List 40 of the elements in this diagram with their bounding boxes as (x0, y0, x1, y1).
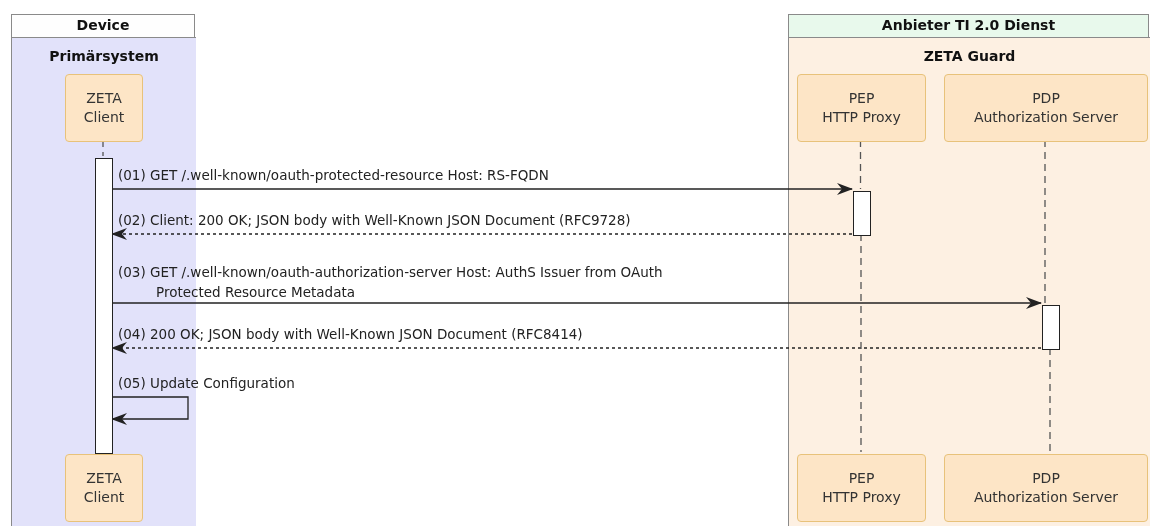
participant-label: Authorization Server (973, 488, 1119, 507)
participant-box (65, 454, 143, 522)
participant-box (65, 74, 143, 142)
group-title: Primärsystem (48, 47, 160, 66)
message-label: (04) 200 OK; JSON body with Well-Known JSON Document (RFC8414) (118, 325, 583, 344)
message-arrow (111, 228, 853, 240)
group-title: Device (75, 16, 131, 35)
lifeline (1044, 139, 1046, 304)
message-arrow (111, 396, 189, 425)
message-label: (05) Update Configuration (118, 374, 295, 393)
message-arrow (111, 183, 853, 195)
message-label: (01) GET /.well-known/oauth-protected-resource Host: RS-FQDN (118, 166, 549, 185)
group-title: Anbieter TI 2.0 Dienst (880, 16, 1057, 35)
message-arrow (111, 297, 1042, 309)
participant-label: ZETA (86, 469, 122, 488)
activation-bar (1042, 305, 1060, 350)
participant-label: PEP (848, 89, 875, 108)
participant-label: Authorization Server (973, 108, 1119, 127)
participant-label: PDP (1032, 89, 1060, 108)
message-arrow (111, 342, 1042, 354)
participant-label: ZETA (86, 89, 122, 108)
participant-label: Client (83, 108, 125, 127)
participant-label: HTTP Proxy (822, 108, 901, 127)
participant-label: Client (83, 488, 125, 507)
participant-label: HTTP Proxy (822, 488, 901, 507)
participant-box (797, 454, 926, 522)
activation-bar (95, 158, 113, 454)
activation-bar (853, 191, 871, 236)
participant-label: PDP (1032, 469, 1060, 488)
participant-box (944, 74, 1148, 142)
participant-box (944, 454, 1148, 522)
lifeline (860, 233, 862, 453)
lifeline (859, 139, 862, 190)
participant-box (797, 74, 926, 142)
group-title: ZETA Guard (922, 47, 1017, 66)
lifeline (102, 139, 104, 157)
lifeline (1049, 347, 1051, 453)
message-label: (03) GET /.well-known/oauth-authorization-server Host: AuthS Issuer from OAuth Protected Resource Metadata (118, 263, 664, 302)
message-label: (02) Client: 200 OK; JSON body with Well-Known JSON Document (RFC9728) (118, 211, 631, 230)
participant-label: PEP (848, 469, 875, 488)
